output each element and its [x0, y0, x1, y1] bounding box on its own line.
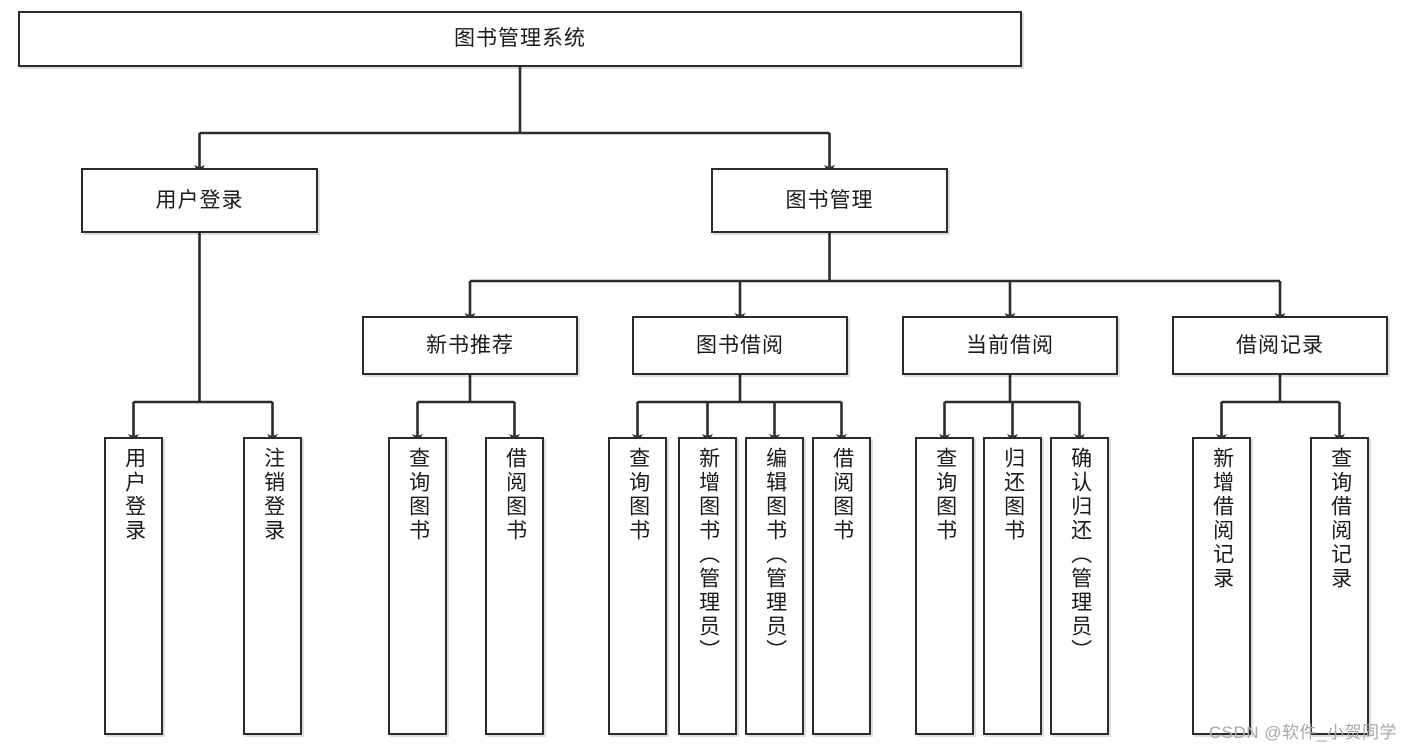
node-l2-1[interactable]: 图书借阅 — [632, 316, 848, 375]
node-label: 当前借阅 — [966, 333, 1054, 357]
node-leaf-5[interactable]: 新增图书（管理员） — [678, 437, 737, 735]
node-label: 图书借阅 — [696, 333, 784, 357]
node-l2-2[interactable]: 当前借阅 — [902, 316, 1118, 375]
node-label: 新增图书（管理员） — [696, 447, 720, 663]
node-leaf-9[interactable]: 归还图书 — [983, 437, 1042, 735]
node-leaf-8[interactable]: 查询图书 — [915, 437, 974, 735]
node-root[interactable]: 图书管理系统 — [18, 11, 1022, 67]
node-label: 用户登录 — [155, 188, 244, 212]
node-leaf-12[interactable]: 查询借阅记录 — [1310, 437, 1369, 735]
node-label: 借阅图书 — [830, 447, 854, 543]
node-leaf-2[interactable]: 查询图书 — [388, 437, 447, 735]
node-l1-1[interactable]: 图书管理 — [711, 168, 948, 233]
watermark-text: CSDN @软件_小贺同学 — [1208, 723, 1397, 742]
node-leaf-3[interactable]: 借阅图书 — [485, 437, 544, 735]
node-label: 归还图书 — [1001, 447, 1025, 543]
node-leaf-4[interactable]: 查询图书 — [608, 437, 667, 735]
node-label: 图书管理 — [785, 188, 874, 212]
node-leaf-11[interactable]: 新增借阅记录 — [1192, 437, 1251, 735]
node-label: 注销登录 — [261, 447, 285, 543]
node-label: 查询图书 — [933, 447, 957, 543]
node-l1-0[interactable]: 用户登录 — [81, 168, 318, 233]
node-leaf-10[interactable]: 确认归还（管理员） — [1050, 437, 1109, 735]
node-leaf-0[interactable]: 用户登录 — [104, 437, 163, 735]
node-l2-3[interactable]: 借阅记录 — [1172, 316, 1388, 375]
node-label: 查询图书 — [626, 447, 650, 543]
node-leaf-6[interactable]: 编辑图书（管理员） — [745, 437, 804, 735]
node-label: 借阅记录 — [1236, 333, 1324, 357]
node-label: 新书推荐 — [426, 333, 514, 357]
node-l2-0[interactable]: 新书推荐 — [362, 316, 578, 375]
node-label: 用户登录 — [122, 447, 146, 543]
node-label: 查询借阅记录 — [1328, 447, 1352, 591]
node-label: 编辑图书（管理员） — [763, 447, 787, 663]
node-label: 图书管理系统 — [454, 27, 586, 51]
node-label: 确认归还（管理员） — [1068, 447, 1092, 663]
node-label: 查询图书 — [406, 447, 430, 543]
node-label: 新增借阅记录 — [1210, 447, 1234, 591]
node-leaf-7[interactable]: 借阅图书 — [812, 437, 871, 735]
node-leaf-1[interactable]: 注销登录 — [243, 437, 302, 735]
node-label: 借阅图书 — [503, 447, 527, 543]
